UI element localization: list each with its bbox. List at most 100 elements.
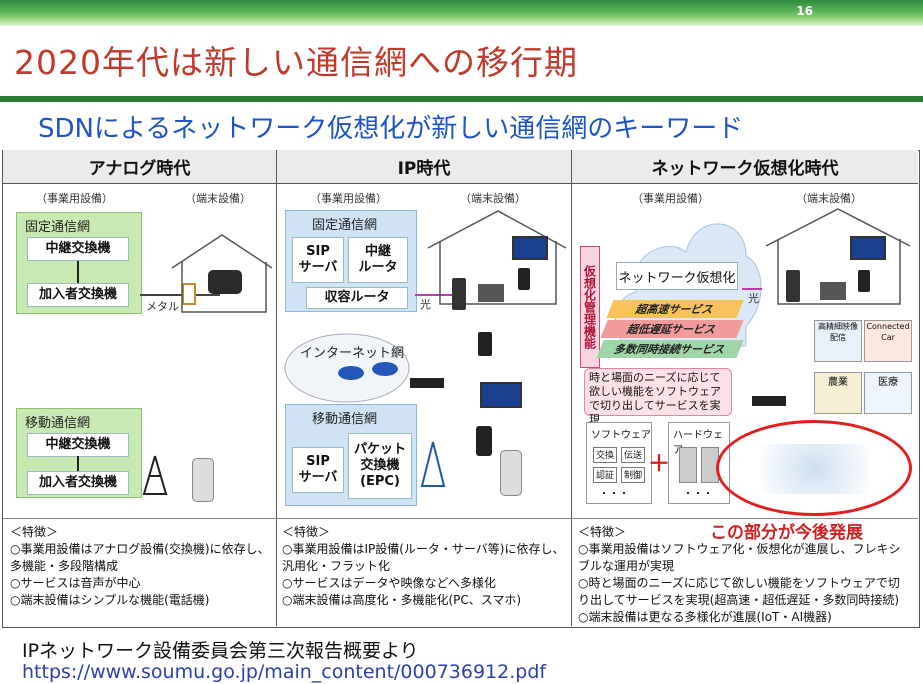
- virtualization-mgmt-box: 仮想化管理機能: [580, 246, 600, 368]
- smartphone-icon: [476, 426, 492, 456]
- mobile-network-title: 移動通信網: [25, 416, 91, 431]
- features-title: ＜特徴＞: [578, 525, 627, 539]
- smartphone-icon: [518, 268, 530, 290]
- subscriber-switch-box: 加入者交換機: [27, 471, 129, 495]
- fiber-label: 光: [420, 298, 431, 311]
- col-heading-ip: IP時代: [277, 150, 571, 184]
- link-line: [77, 456, 79, 472]
- provider-label: （事業用設備）: [310, 192, 387, 205]
- house-icon: [765, 208, 911, 305]
- fixed-network-title: 固定通信網: [312, 218, 378, 233]
- onu-icon: [452, 278, 466, 310]
- provider-label: （事業用設備）: [632, 192, 709, 205]
- iot-device-cluster: [760, 444, 870, 494]
- pc-icon: [820, 282, 846, 300]
- rosette-icon: [182, 283, 196, 305]
- telephone-icon: [208, 270, 242, 294]
- feature-item: ○時と場面のニーズに応じて欲しい機能をソフトウェアで切り出してサービスを実現(超…: [578, 576, 900, 607]
- feature-item: ○事業用設備はIP設備(ルータ・サーバ等)に依存し、汎用化・フラット化: [282, 542, 565, 573]
- software-box: ソフトウェア 交換 伝送 認証 制御 ・・・: [586, 422, 652, 504]
- callout-text: この部分が今後発展: [710, 523, 863, 543]
- column-divider: [276, 150, 277, 626]
- features-title: ＜特徴＞: [10, 525, 59, 539]
- sw-item: 制御: [621, 467, 645, 483]
- terminal-label: （端末設備）: [796, 192, 862, 205]
- slide-subtitle: SDNによるネットワーク仮想化が新しい通信網のキーワード: [38, 114, 744, 144]
- features-title: ＜特徴＞: [282, 525, 331, 539]
- plus-sign: ＋: [648, 452, 671, 477]
- fixed-network-box: 固定通信網 中継交換機 加入者交換機: [16, 212, 142, 314]
- house-icon: [427, 210, 567, 305]
- fiber-line: [415, 294, 455, 296]
- hw-more: ・・・: [683, 489, 713, 500]
- internet-label: インターネット網: [300, 346, 405, 361]
- virtualization-mgmt-label: 仮想化管理機能: [582, 265, 597, 349]
- iot-hd-video: 高精細映像配信: [814, 320, 862, 362]
- features-divider: [3, 518, 918, 519]
- antenna-tower-icon: [420, 441, 446, 487]
- sw-item: 交換: [593, 447, 617, 463]
- link-line: [77, 261, 79, 283]
- relay-switch-box: 中継交換機: [27, 433, 129, 457]
- iot-medical: 医療: [864, 372, 912, 414]
- feature-item: ○端末設備は高度化・多機能化(PC、スマホ): [282, 593, 522, 607]
- source-note: IPネットワーク設備委員会第三次報告概要より: [22, 640, 419, 662]
- software-label: ソフトウェア: [591, 430, 651, 441]
- sip-server-box: SIP サーバ: [292, 447, 344, 493]
- mobile-phone-icon: [500, 450, 522, 496]
- epc-box: パケット 交換機 (EPC): [348, 433, 412, 499]
- mobile-network-box: 移動通信網 中継交換機 加入者交換機: [16, 408, 142, 498]
- fixed-network-title: 固定通信網: [25, 220, 91, 235]
- smartphone-icon: [478, 332, 492, 356]
- feature-item: ○端末設備はシンプルな機能(電話機): [10, 593, 210, 607]
- column-divider: [571, 150, 572, 626]
- terminal-label: （端末設備）: [460, 192, 526, 205]
- fiber-line: [742, 288, 762, 290]
- laptop-icon: [512, 236, 548, 260]
- laptop-icon: [850, 236, 886, 260]
- antenna-tower-icon: [142, 455, 168, 495]
- subscriber-switch-box: 加入者交換機: [27, 283, 129, 307]
- source-url[interactable]: https://www.soumu.go.jp/main_content/000…: [22, 661, 547, 683]
- pc-icon: [478, 284, 504, 302]
- service-layer-low-latency: 超低遅延サービス: [600, 320, 744, 338]
- hardware-label: ハードウェア: [673, 430, 723, 456]
- highlight-ellipse: [716, 420, 912, 516]
- onu-icon: [786, 270, 800, 302]
- ip-mobile-network-box: 移動通信網 SIP サーバ パケット 交換機 (EPC): [285, 404, 417, 506]
- relay-switch-box: 中継交換機: [27, 237, 129, 261]
- router-icon: [372, 362, 398, 376]
- col-heading-analog: アナログ時代: [3, 150, 276, 184]
- sw-item: 伝送: [621, 447, 645, 463]
- sw-more: ・・・: [599, 489, 629, 500]
- top-banner: [0, 0, 923, 26]
- sip-server-box: SIP サーバ: [292, 237, 344, 283]
- wifi-router-icon: [752, 396, 786, 406]
- fiber-label: 光: [748, 292, 759, 305]
- page-number: 16: [796, 4, 813, 18]
- router-icon: [338, 366, 364, 380]
- wifi-router-icon: [410, 378, 444, 388]
- service-layer-massive: 多数同時接続サービス: [596, 340, 744, 358]
- feature-item: ○端末設備は更なる多様化が進展(IoT・AI機器): [578, 610, 832, 624]
- feature-item: ○サービスはデータや映像などへ多様化: [282, 576, 496, 590]
- provider-label: （事業用設備）: [36, 192, 113, 205]
- sw-item: 認証: [593, 467, 617, 483]
- mobile-phone-icon: [192, 458, 214, 502]
- smartphone-icon: [858, 270, 870, 292]
- relay-router-box: 中継 ルータ: [348, 237, 408, 283]
- ip-fixed-network-box: 固定通信網 SIP サーバ 中継 ルータ 収容ルータ: [285, 210, 417, 312]
- house-icon: [171, 234, 273, 313]
- slice-note: 時と場面のニーズに応じて欲しい機能をソフトウェアで切り出してサービスを実現: [584, 368, 732, 426]
- network-virtualization-label: ネットワーク仮想化: [616, 262, 738, 290]
- slide-title: 2020年代は新しい通信網への移行期: [14, 43, 578, 82]
- server-icon: [679, 447, 697, 483]
- metal-line: [140, 294, 220, 296]
- title-rule: [0, 96, 923, 102]
- access-router-box: 収容ルータ: [306, 287, 408, 309]
- feature-item: ○事業用設備はソフトウェア化・仮想化が進展し、フレキシブルな運用が実現: [578, 542, 901, 573]
- terminal-label: （端末設備）: [185, 192, 251, 205]
- col-heading-virtual: ネットワーク仮想化時代: [572, 150, 918, 184]
- service-layer-high-speed: 超高速サービス: [606, 300, 744, 318]
- laptop-icon: [480, 382, 522, 408]
